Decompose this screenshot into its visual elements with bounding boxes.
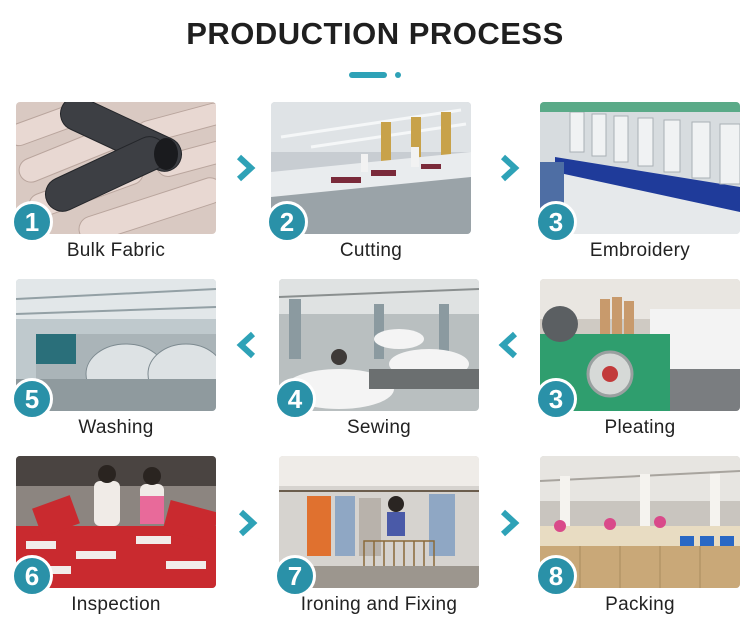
chevron-left-icon: [497, 330, 521, 360]
step-number-badge: 8: [535, 555, 577, 597]
sewing-photo: [279, 279, 479, 411]
title-underline: [349, 72, 387, 78]
step-number-badge: 6: [11, 555, 53, 597]
chevron-right-icon: [497, 153, 521, 183]
washing-photo: [16, 279, 216, 411]
step-label: Ironing and Fixing: [300, 594, 458, 615]
step-label: Sewing: [346, 417, 412, 438]
step-label: Embroidery: [589, 240, 691, 261]
chevron-right-icon: [235, 508, 259, 538]
step-number-badge: 5: [11, 378, 53, 420]
step-label: Packing: [605, 594, 675, 615]
step-label: Washing: [78, 417, 154, 438]
step-number-badge: 3: [535, 378, 577, 420]
page-title: PRODUCTION PROCESS: [186, 16, 564, 51]
pleating-photo: [540, 279, 740, 411]
step-label: Inspection: [71, 594, 161, 615]
chevron-left-icon: [235, 330, 259, 360]
step-number-badge: 1: [11, 201, 53, 243]
title-underline-dot: [395, 72, 401, 78]
embroidery-photo: [540, 102, 740, 234]
chevron-right-icon: [497, 508, 521, 538]
step-label: Bulk Fabric: [66, 240, 166, 261]
step-number-badge: 4: [274, 378, 316, 420]
step-number-badge: 2: [266, 201, 308, 243]
step-number-badge: 7: [274, 555, 316, 597]
step-label: Cutting: [339, 240, 403, 261]
step-label: Pleating: [604, 417, 676, 438]
bulk-fabric-photo: [16, 102, 216, 234]
step-number-badge: 3: [535, 201, 577, 243]
chevron-right-icon: [233, 153, 257, 183]
